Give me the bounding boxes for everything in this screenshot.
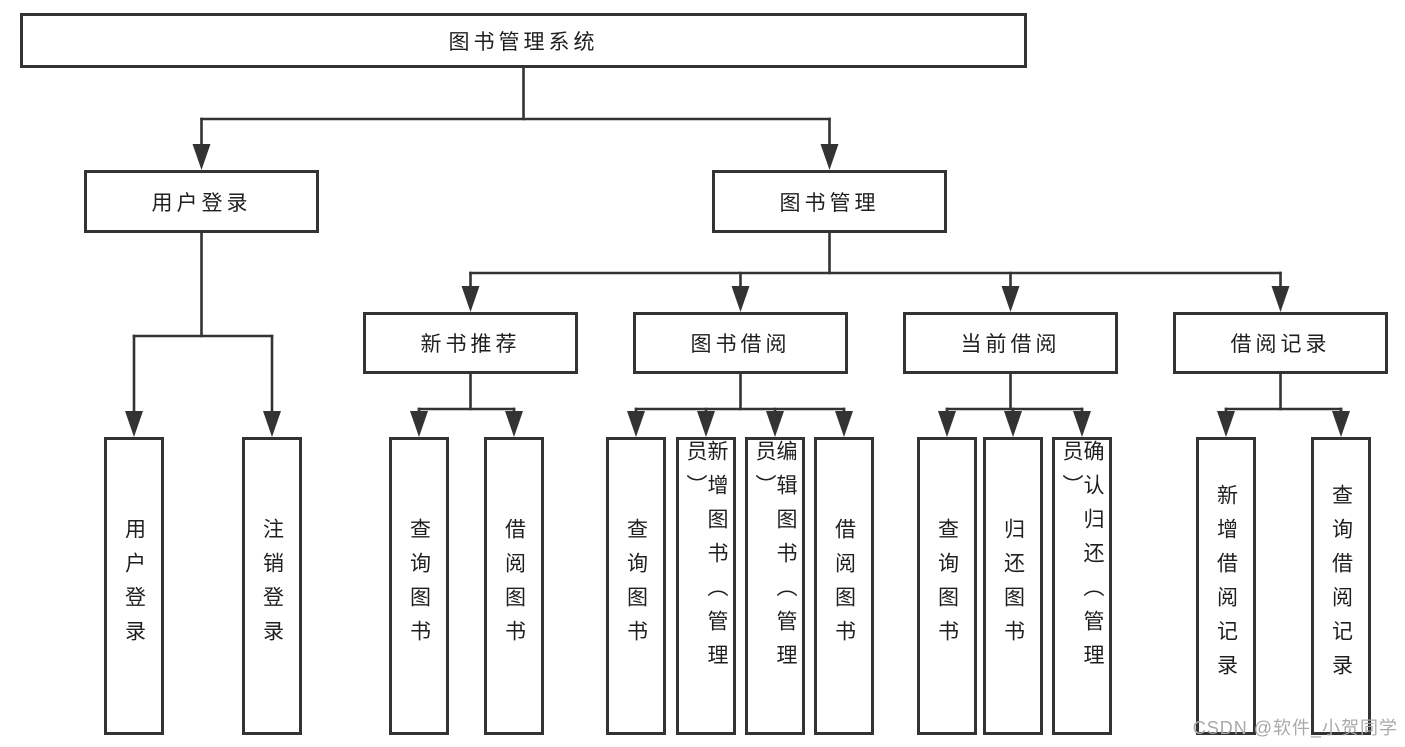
leaf-current-confirm-return-admin: 确认归还（管理员） — [1052, 437, 1112, 735]
leaf-user-login: 用户登录 — [104, 437, 164, 735]
connector-new-book-rec-children — [410, 372, 523, 437]
connector-book-mgmt-children — [461, 231, 1290, 312]
leaf-recommend-query-books: 查询图书 — [389, 437, 449, 735]
leaf-borrow-query-books: 查询图书 — [606, 437, 666, 735]
leaf-borrow-edit-books-admin: 编辑图书（管理员） — [745, 437, 805, 735]
connector-root-to-level2 — [192, 66, 839, 170]
leaf-records-query-record: 查询借阅记录 — [1311, 437, 1371, 735]
node-new-book-recommend: 新书推荐 — [363, 312, 578, 374]
leaf-current-return-books: 归还图书 — [983, 437, 1043, 735]
leaf-logout: 注销登录 — [242, 437, 302, 735]
leaf-borrow-add-books-admin: 新增图书（管理员） — [676, 437, 736, 735]
node-root: 图书管理系统 — [20, 13, 1027, 68]
connector-book-borrow-children — [627, 372, 853, 437]
connector-current-borrow-children — [938, 372, 1091, 437]
node-current-borrow: 当前借阅 — [903, 312, 1118, 374]
leaf-current-query-books: 查询图书 — [917, 437, 977, 735]
node-user-login: 用户登录 — [84, 170, 319, 233]
csdn-watermark: CSDN @软件_小贺同学 — [1192, 718, 1398, 738]
node-book-borrow: 图书借阅 — [633, 312, 848, 374]
connector-borrow-records-children — [1217, 372, 1350, 437]
connector-user-login-children — [125, 231, 281, 437]
leaf-records-add-record: 新增借阅记录 — [1196, 437, 1256, 735]
leaf-recommend-borrow-books: 借阅图书 — [484, 437, 544, 735]
leaf-borrow-borrow-books: 借阅图书 — [814, 437, 874, 735]
node-borrow-records: 借阅记录 — [1173, 312, 1388, 374]
node-book-management: 图书管理 — [712, 170, 947, 233]
